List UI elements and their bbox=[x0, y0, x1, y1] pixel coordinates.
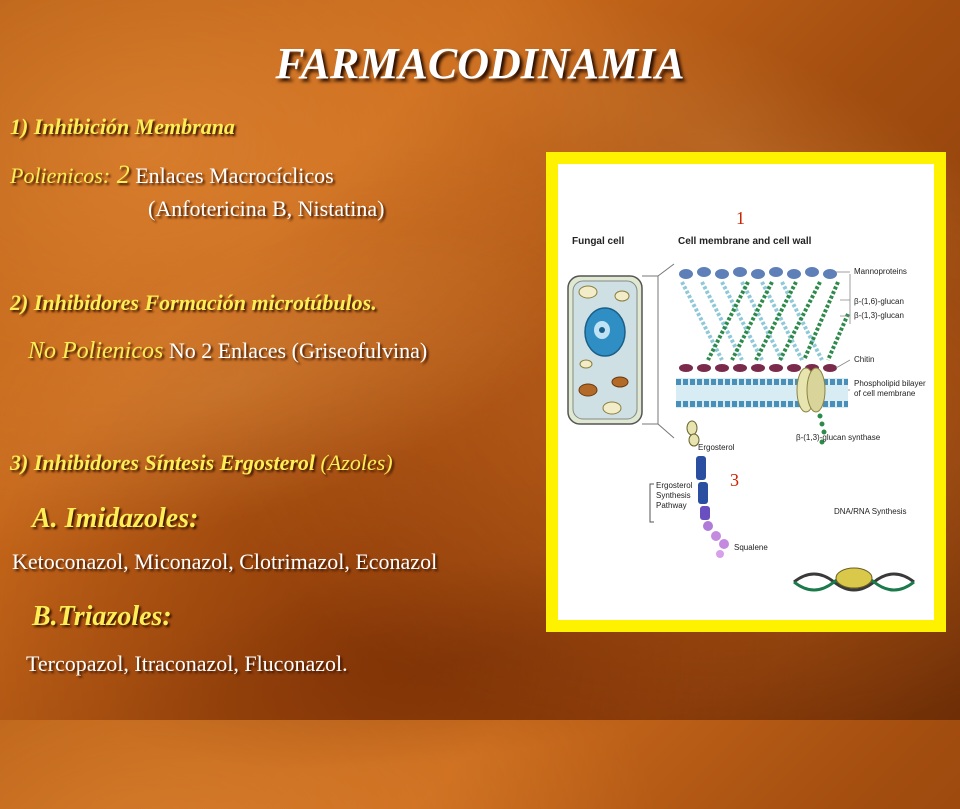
glucan-synthase-dots bbox=[817, 413, 827, 445]
label-pathway-2: Synthesis bbox=[656, 491, 691, 500]
label-pathway-1: Ergosterol bbox=[656, 481, 693, 490]
section2-heading: 2) Inhibidores Formación microtúbulos. bbox=[10, 290, 377, 315]
section2-line: No Polienicos No 2 Enlaces (Griseofulvin… bbox=[28, 338, 427, 365]
section2-text: No 2 Enlaces (Griseofulvina) bbox=[163, 338, 428, 363]
label-mannoproteins: Mannoproteins bbox=[854, 267, 907, 276]
section1-heading: 1) Inhibición Membrana bbox=[10, 114, 235, 139]
section3-heading-suffix: (Azoles) bbox=[315, 450, 393, 475]
mannoproteins-layer bbox=[679, 267, 837, 279]
label-synthase: β-(1,3)-glucan synthase bbox=[796, 433, 881, 442]
chitin-layer bbox=[679, 364, 837, 372]
slide-title: FARMACODINAMIA bbox=[275, 39, 685, 88]
label-membrane-wall: Cell membrane and cell wall bbox=[678, 236, 812, 247]
ergosterol-pathway bbox=[649, 420, 729, 558]
fungal-cell-illustration bbox=[567, 275, 643, 425]
section1-polienicos-line: Polienicos: 2 Enlaces Macrocíclicos bbox=[10, 160, 334, 190]
section3-heading-line: 3) Inhibidores Síntesis Ergosterol (Azol… bbox=[10, 450, 393, 476]
label-glucan16: β-(1,6)-glucan bbox=[854, 297, 904, 306]
imidazoles-drugs: Ketoconazol, Miconazol, Clotrimazol, Eco… bbox=[12, 549, 438, 574]
label-ergosterol: Ergosterol bbox=[698, 443, 735, 452]
label-fungal-cell: Fungal cell bbox=[572, 236, 624, 247]
label-squalene: Squalene bbox=[734, 543, 768, 552]
section3-heading: 3) Inhibidores Síntesis Ergosterol bbox=[10, 450, 316, 475]
diagram-svg: 1 2 3 Fungal cell Cell membrane and cell… bbox=[567, 208, 926, 592]
label-bilayer-1: Phospholipid bilayer bbox=[854, 379, 926, 388]
label-dna: DNA/RNA Synthesis bbox=[834, 507, 906, 516]
triazoles-drugs: Tercopazol, Itraconazol, Fluconazol. bbox=[26, 651, 348, 676]
section2-prefix: No Polienicos bbox=[28, 338, 164, 364]
dna-helix bbox=[793, 567, 915, 592]
phospholipid-bilayer bbox=[676, 367, 848, 413]
imidazoles-label: A. Imidazoles: bbox=[32, 503, 199, 534]
marker-1: 1 bbox=[736, 208, 745, 228]
label-bilayer-2: of cell membrane bbox=[854, 389, 916, 398]
section1-examples: (Anfotericina B, Nistatina) bbox=[148, 196, 385, 221]
label-pathway-3: Pathway bbox=[656, 501, 687, 510]
fungal-cell-diagram: 1 2 3 Fungal cell Cell membrane and cell… bbox=[546, 152, 946, 632]
glucan-layer bbox=[680, 281, 850, 361]
label-glucan13: β-(1,3)-glucan bbox=[854, 311, 904, 320]
section1-count: 2 bbox=[110, 160, 130, 189]
triazoles-label: B.Triazoles: bbox=[32, 601, 172, 632]
section1-text: Enlaces Macrocíclicos bbox=[129, 163, 334, 188]
section1-prefix: Polienicos: bbox=[10, 163, 111, 188]
label-chitin: Chitin bbox=[854, 355, 874, 364]
marker-3: 3 bbox=[730, 470, 739, 490]
